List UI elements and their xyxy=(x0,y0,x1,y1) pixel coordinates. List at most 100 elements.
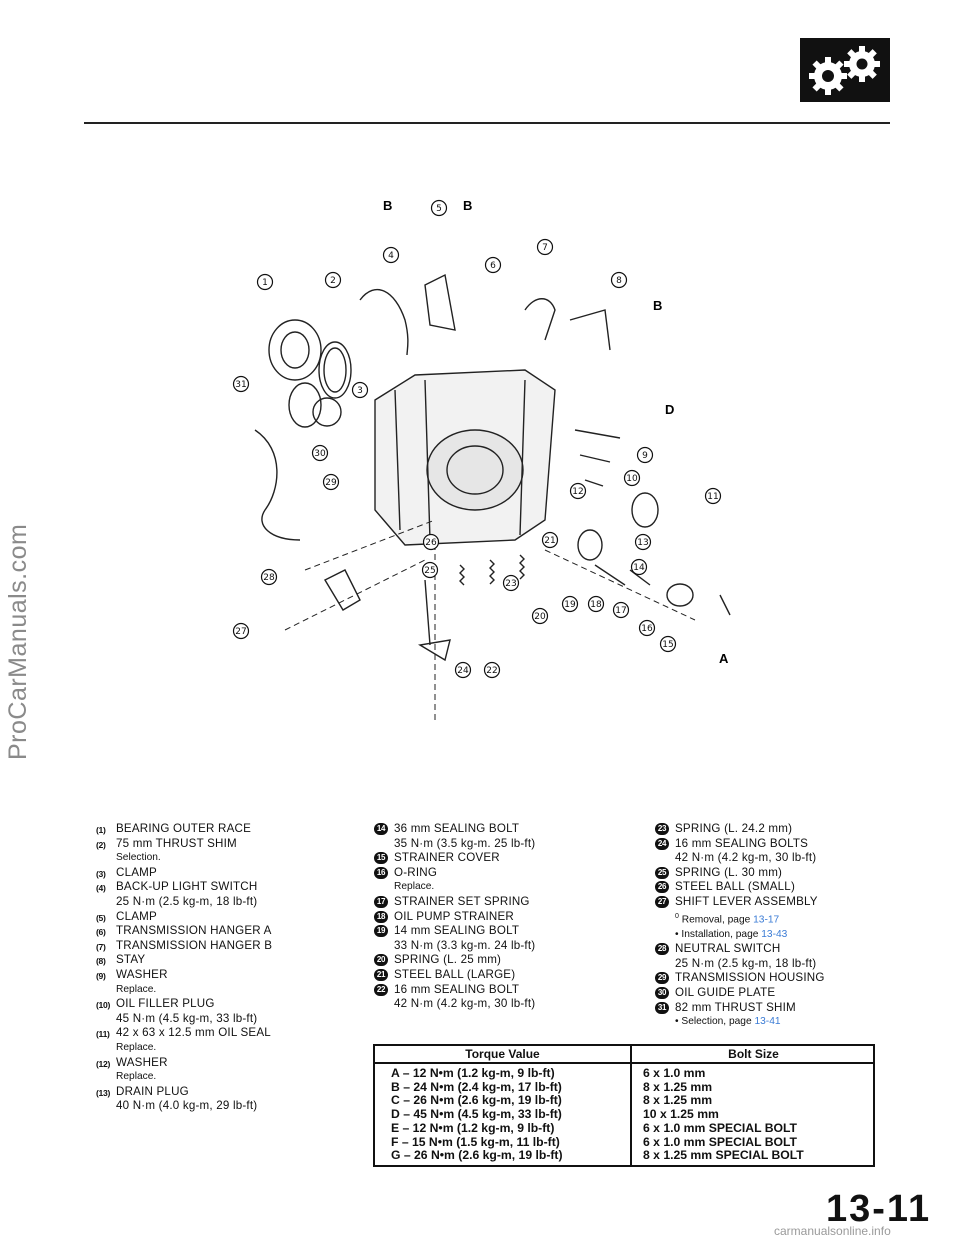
torque-row: G – 26 N•m (2.6 kg-m, 19 lb-ft) xyxy=(391,1148,563,1163)
part-number: 24 xyxy=(655,837,669,850)
part-number: (9) xyxy=(96,970,106,981)
callout-31: 31 xyxy=(232,375,250,393)
torque-spec: 42 N·m (4.2 kg-m, 30 lb-ft) xyxy=(675,851,817,865)
part-item: 28 NEUTRAL SWITCH xyxy=(655,942,875,957)
part-number: 29 xyxy=(655,972,669,985)
callout-number: 14 xyxy=(633,563,645,573)
torque-value-table: Torque Value Bolt Size A – 12 N•m (1.2 k… xyxy=(373,1044,875,1167)
torque-spec: 35 N·m (3.5 kg-m. 25 lb-ft) xyxy=(394,836,536,850)
part-label: O-RING xyxy=(394,865,438,879)
torque-values: A – 12 N•m (1.2 kg-m, 9 lb-ft)B – 24 N•m… xyxy=(391,1066,563,1163)
part-label: TRANSMISSION HANGER B xyxy=(116,938,273,952)
table-divider xyxy=(630,1046,632,1165)
part-item: (13)DRAIN PLUG xyxy=(96,1085,376,1100)
callout-number: 24 xyxy=(457,666,469,676)
callout-29: 29 xyxy=(322,473,340,491)
part-label: STEEL BALL (LARGE) xyxy=(394,967,516,981)
part-label: STAY xyxy=(116,953,146,967)
torque-row: F – 15 N•m (1.5 kg-m, 11 lb-ft) xyxy=(391,1134,560,1149)
torque-row: D – 45 N•m (4.5 kg-m, 33 lb-ft) xyxy=(391,1107,562,1122)
part-label: TRANSMISSION HOUSING xyxy=(675,971,825,985)
part-label: OIL GUIDE PLATE xyxy=(675,985,776,999)
part-label: WASHER xyxy=(116,967,168,981)
bolt-row: 6 x 1.0 mm xyxy=(643,1066,706,1080)
page-number: 13-11 xyxy=(826,1188,932,1230)
callout-28: 28 xyxy=(260,568,278,586)
removal-marker: 0 xyxy=(675,912,679,920)
part-item: (11)42 x 63 x 12.5 mm OIL SEAL xyxy=(96,1026,376,1041)
gears-icon xyxy=(800,38,890,102)
part-label: WASHER xyxy=(116,1055,168,1069)
torque-spec: 25 N·m (2.5 kg-m, 18 lb-ft) xyxy=(675,956,817,970)
part-number: (8) xyxy=(96,956,106,967)
part-item: (8) STAY xyxy=(96,953,376,968)
part-number: 14 xyxy=(374,823,388,835)
selection-ref: • Selection, page 13-41 xyxy=(655,1015,875,1030)
side-watermark: ProCarManuals.com xyxy=(4,523,32,760)
torque-spec: 40 N·m (4.0 kg-m, 29 lb-ft) xyxy=(116,1099,258,1113)
part-label: CLAMP xyxy=(116,865,157,879)
torque-row: E – 12 N•m (1.2 kg-m, 9 lb-ft) xyxy=(391,1120,555,1135)
callout-19: 19 xyxy=(561,595,579,613)
part-item: (3)CLAMP xyxy=(96,866,376,881)
part-label: SHIFT LEVER ASSEMBLY xyxy=(675,894,818,908)
torque-spec: 45 N·m (4.5 kg-m, 33 lb-ft) xyxy=(116,1011,258,1025)
installation-page-link[interactable]: 13-43 xyxy=(761,928,788,940)
callout-15: 15 xyxy=(659,635,677,653)
part-label: 42 x 63 x 12.5 mm OIL SEAL xyxy=(116,1026,271,1040)
part-number: 22 xyxy=(374,983,388,996)
callout-number: 7 xyxy=(542,243,548,253)
part-label: BACK-UP LIGHT SWITCH xyxy=(116,880,258,894)
callout-16: 16 xyxy=(638,619,656,637)
callout-number: 2 xyxy=(330,276,336,286)
part-item: (4)BACK-UP LIGHT SWITCH xyxy=(96,880,376,895)
label-b-right: B xyxy=(463,198,472,213)
part-item: (7)TRANSMISSION HANGER B xyxy=(96,939,376,954)
callout-number: 27 xyxy=(235,627,246,637)
bolt-row: 10 x 1.25 mm xyxy=(643,1107,719,1122)
part-label: NEUTRAL SWITCH xyxy=(675,942,781,956)
removal-ref: 0 Removal, page 13-17 xyxy=(655,910,875,928)
callout-number: 31 xyxy=(235,380,246,390)
part-label: STRAINER COVER xyxy=(394,851,500,865)
part-number: (5) xyxy=(96,912,106,923)
part-number: 20 xyxy=(374,954,388,967)
callout-7: 7 xyxy=(536,238,554,256)
header-rule xyxy=(84,122,890,124)
callout-21: 21 xyxy=(541,531,559,549)
part-label: SPRING (L. 24.2 mm) xyxy=(675,822,793,835)
part-note: Replace. xyxy=(116,1071,157,1083)
part-number: 28 xyxy=(655,943,669,956)
callout-number: 20 xyxy=(534,612,546,622)
part-item: 21 STEEL BALL (LARGE) xyxy=(374,968,614,983)
callout-12: 12 xyxy=(569,482,587,500)
selection-page-link[interactable]: 13-41 xyxy=(754,1016,781,1028)
callout-number: 29 xyxy=(325,478,337,488)
torque-spec: 42 N·m (4.2 kg-m, 30 lb-ft) xyxy=(394,997,536,1011)
label-b-left: B xyxy=(383,198,392,213)
callout-number: 1 xyxy=(262,278,268,288)
part-label: TRANSMISSION HANGER A xyxy=(116,924,272,938)
callout-number: 15 xyxy=(662,640,673,650)
footer-url: carmanualsonline.info xyxy=(774,1224,891,1238)
callout-number: 4 xyxy=(388,251,394,261)
callout-number: 8 xyxy=(616,276,622,286)
part-label: SPRING (L. 30 mm) xyxy=(675,865,783,879)
part-number: 27 xyxy=(655,895,669,908)
part-label: DRAIN PLUG xyxy=(116,1084,189,1098)
removal-page-link[interactable]: 13-17 xyxy=(753,913,780,925)
part-number: (12) xyxy=(96,1058,111,1069)
part-number: 21 xyxy=(374,968,388,981)
part-label: BEARING OUTER RACE xyxy=(116,822,252,835)
part-label: OIL PUMP STRAINER xyxy=(394,909,515,923)
callout-number: 23 xyxy=(505,579,516,589)
part-number: 19 xyxy=(374,925,388,938)
part-label: CLAMP xyxy=(116,909,157,923)
